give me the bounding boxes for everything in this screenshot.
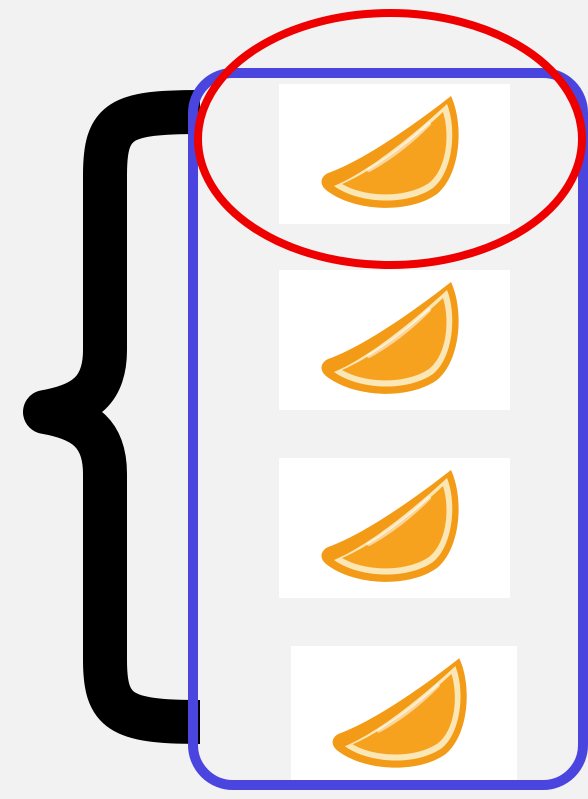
orange-slice-icon bbox=[279, 84, 510, 224]
orange-slice-icon bbox=[279, 270, 510, 410]
orange-slice-item-3 bbox=[279, 458, 510, 598]
orange-slice-item-1 bbox=[279, 84, 510, 224]
orange-slice-icon bbox=[291, 646, 517, 784]
orange-slice-item-2 bbox=[279, 270, 510, 410]
orange-slice-item-4 bbox=[291, 646, 517, 784]
orange-slice-icon bbox=[279, 458, 510, 598]
curly-brace-icon bbox=[45, 112, 200, 722]
